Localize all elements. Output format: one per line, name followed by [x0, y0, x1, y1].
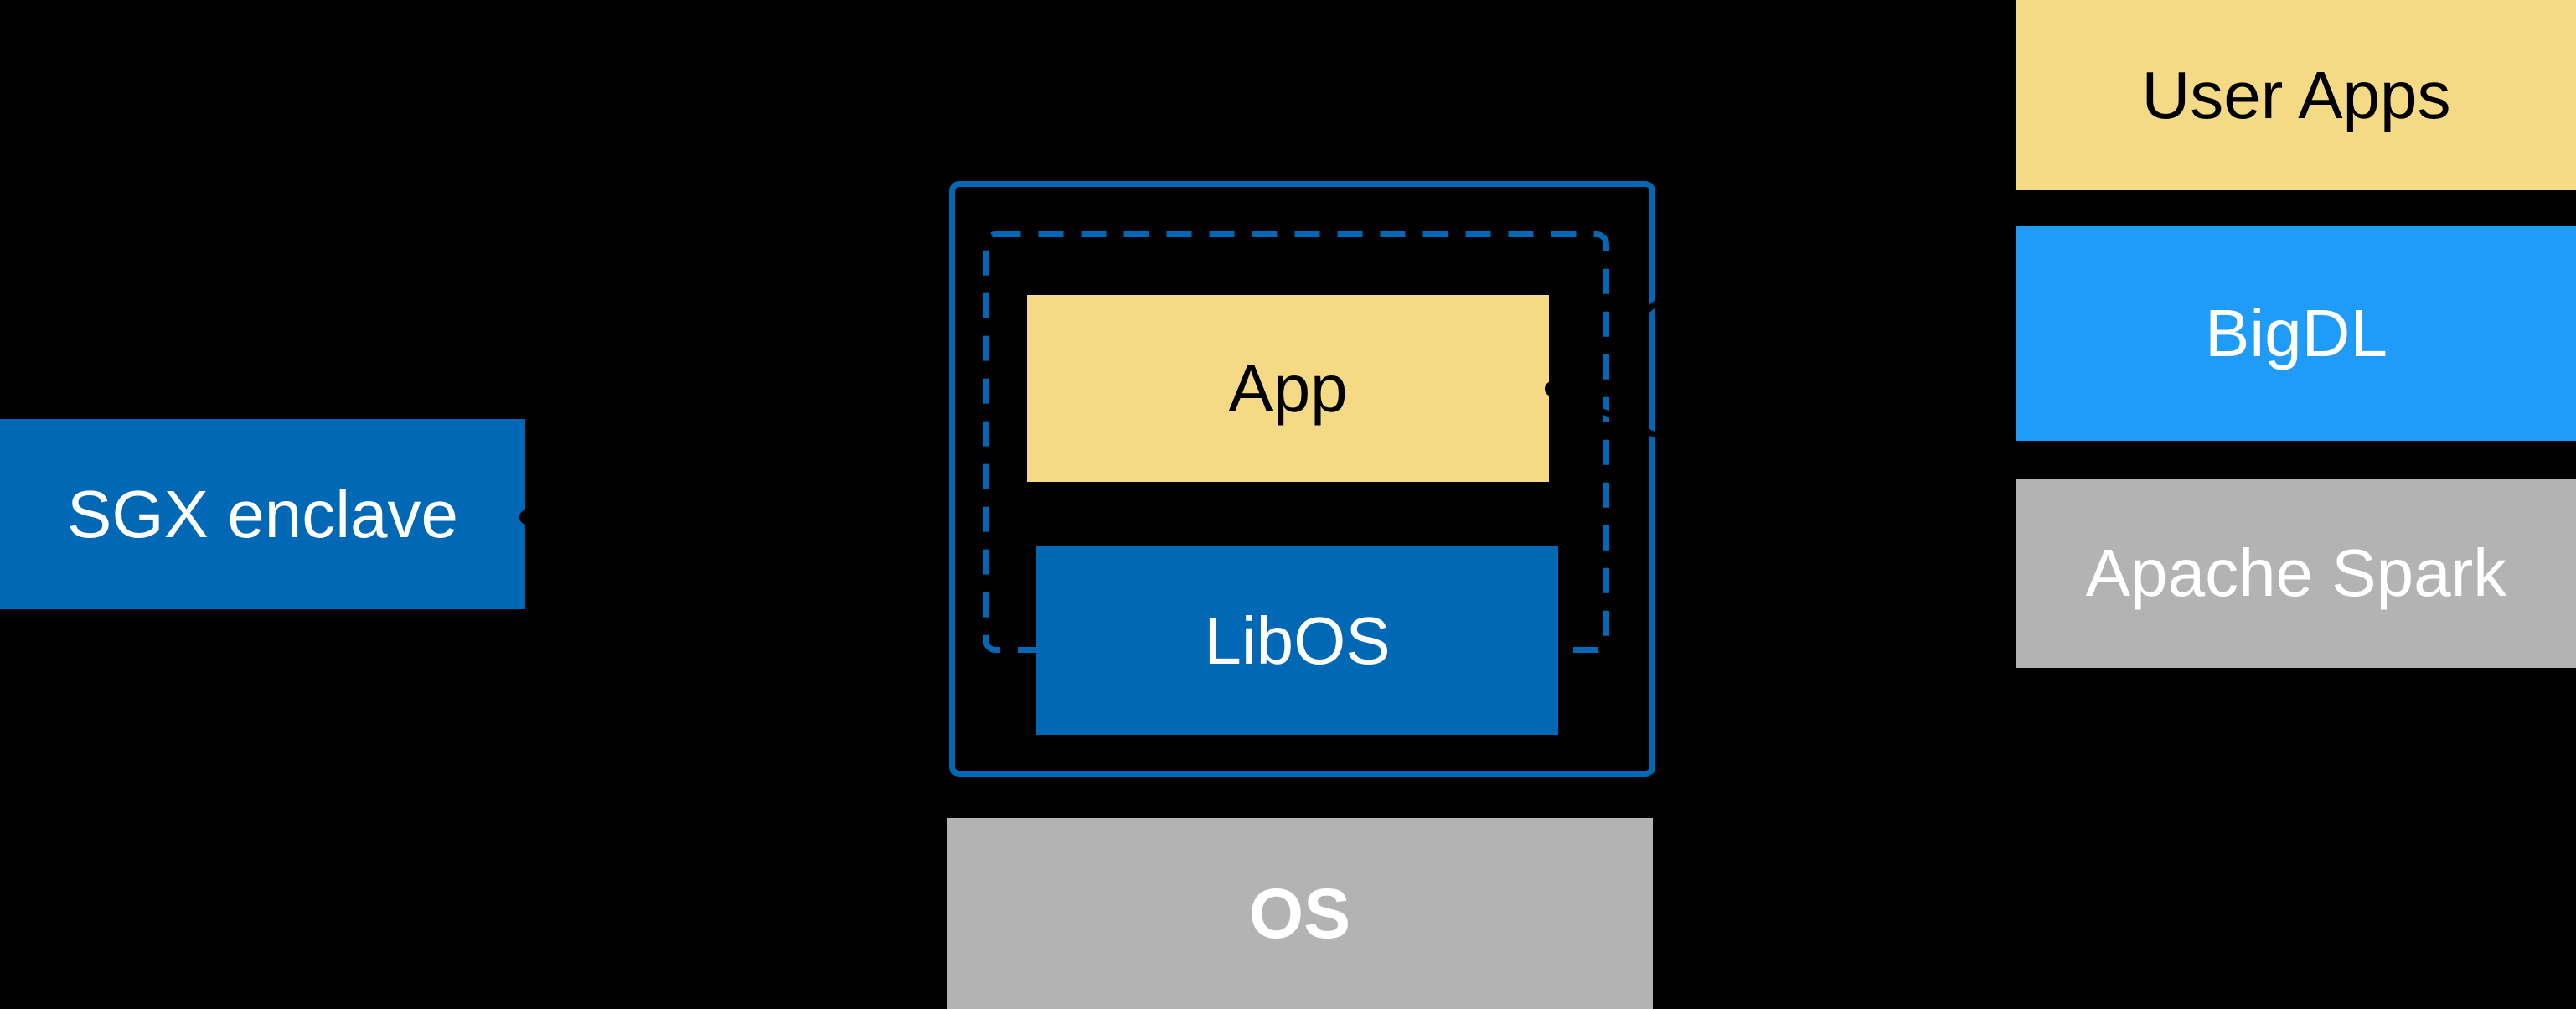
- sgx-enclave-label: SGX enclave: [67, 476, 458, 551]
- apache-spark-box: Apache Spark: [2016, 479, 2576, 668]
- os-label: OS: [1248, 874, 1351, 953]
- bigdl-box: BigDL: [2016, 226, 2576, 441]
- os-box: OS: [947, 818, 1653, 1009]
- user-apps-box: User Apps: [2016, 0, 2576, 190]
- user-apps-label: User Apps: [2141, 57, 2451, 132]
- bigdl-label: BigDL: [2205, 296, 2388, 370]
- app-box: App: [1027, 295, 1549, 482]
- apache-spark-label: Apache Spark: [2085, 536, 2507, 610]
- libos-box: LibOS: [1036, 546, 1558, 735]
- app-label: App: [1228, 350, 1348, 426]
- libos-label: LibOS: [1204, 603, 1391, 678]
- sgx-enclave-box: SGX enclave: [0, 419, 525, 609]
